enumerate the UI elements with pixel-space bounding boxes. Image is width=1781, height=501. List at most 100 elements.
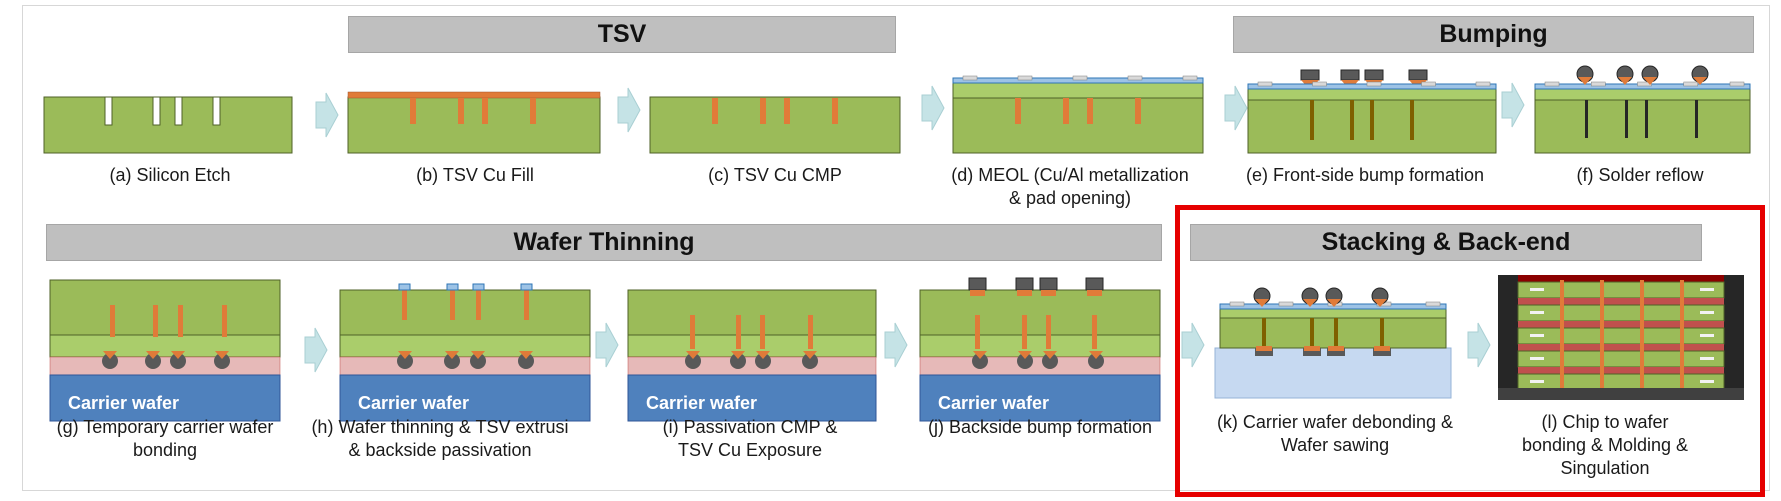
silicon-wafer xyxy=(49,279,281,336)
tsv-copper xyxy=(1334,318,1338,348)
bond-layer xyxy=(1518,344,1724,351)
carrier-wafer xyxy=(627,374,877,422)
tsv-copper xyxy=(482,98,488,124)
process-arrow xyxy=(1501,82,1525,128)
backside-bump-pillar xyxy=(1017,290,1032,296)
process-arrow xyxy=(617,87,641,133)
backside-bump-pillar xyxy=(970,290,985,296)
bond-layer xyxy=(919,356,1161,376)
solder-bump xyxy=(1017,353,1033,369)
bump-pillar xyxy=(215,351,229,359)
caption-f: (f) Solder reflow xyxy=(1576,165,1704,185)
tsv-copper xyxy=(760,315,765,349)
caption-e: (e) Front-side bump formation xyxy=(1245,165,1485,185)
backside-bump-solder xyxy=(1085,277,1104,291)
tsv-copper xyxy=(1063,98,1069,124)
tsv-copper xyxy=(450,284,455,320)
bump-pillar xyxy=(1303,299,1317,307)
silicon-wafer xyxy=(43,96,293,154)
solder-bump xyxy=(145,353,161,369)
solder-bump xyxy=(1088,353,1104,369)
process-arrow xyxy=(1181,322,1205,368)
tsv-copper xyxy=(832,98,838,124)
dummy-pad xyxy=(1530,334,1544,337)
tsv-copper xyxy=(110,305,115,337)
tsv-copper xyxy=(1135,98,1141,124)
tsv-copper xyxy=(1022,315,1027,349)
backside-bump-solder xyxy=(1255,348,1273,356)
extruded-tsv-passivation xyxy=(398,283,411,291)
solder-bump xyxy=(102,353,118,369)
panel-j-backside-bump: Carrier wafer xyxy=(919,277,1161,422)
bump-pillar xyxy=(1693,77,1707,85)
backside-bump-solder xyxy=(1373,348,1391,356)
bond-layer xyxy=(1518,298,1724,305)
bond-layer xyxy=(1518,321,1724,328)
backside-bump-pillar xyxy=(1256,346,1272,351)
metal-pad xyxy=(1278,301,1294,307)
carrier-label: Carrier wafer xyxy=(68,393,179,413)
header-wafer-thinning: Wafer Thinning xyxy=(46,224,1162,261)
bump-pillar xyxy=(1043,351,1057,359)
bump-pillar xyxy=(1327,299,1341,307)
carrier-label: Carrier wafer xyxy=(358,393,469,413)
solder-bump xyxy=(972,353,988,369)
panel-a-silicon-etch xyxy=(43,96,293,154)
device-layer xyxy=(49,334,281,358)
tsv-copper xyxy=(530,98,536,124)
tsv-copper xyxy=(1560,280,1564,395)
solder-cap xyxy=(1300,69,1320,81)
process-arrow xyxy=(884,322,908,368)
solder-cap xyxy=(1364,69,1384,81)
panel-i-passivation-cmp: Carrier wafer xyxy=(627,289,877,422)
metal-pad xyxy=(1637,81,1652,87)
silicon-wafer xyxy=(347,96,601,154)
bump-group xyxy=(1253,287,1389,307)
metal-pad xyxy=(1072,75,1088,81)
tsv-copper xyxy=(1380,318,1384,348)
process-arrow xyxy=(921,85,945,131)
bump-pillar xyxy=(731,351,745,359)
panel-h-thinning: Carrier wafer xyxy=(339,283,591,422)
panel-g-carrier-bonding: Carrier wafer xyxy=(49,279,281,422)
solder-bump xyxy=(802,353,818,369)
metal-pad xyxy=(1229,301,1245,307)
process-arrow xyxy=(1224,85,1248,131)
device-layer xyxy=(627,334,877,358)
tsv-copper xyxy=(1410,100,1414,140)
bump-pillar xyxy=(519,351,533,359)
tsv-copper xyxy=(1625,100,1628,138)
bump-pillar xyxy=(1578,77,1592,85)
tsv-copper xyxy=(1600,280,1604,395)
tsv-copper xyxy=(410,98,416,124)
silicon-wafer xyxy=(649,96,901,154)
tsv-copper xyxy=(784,98,790,124)
caption-g-line1: (g) Temporary carrier wafer xyxy=(56,417,274,437)
solder-bump xyxy=(470,353,486,369)
panel-f-reflow xyxy=(1534,85,1751,154)
bump-pillar xyxy=(471,351,485,359)
dicing-tape xyxy=(1214,347,1452,399)
panel-b-cu-fill xyxy=(347,91,601,154)
metal-pad xyxy=(1257,81,1273,87)
dummy-pad xyxy=(1700,334,1714,337)
caption-c: (c) TSV Cu CMP xyxy=(708,165,842,185)
tsv-copper xyxy=(1092,315,1097,349)
dummy-pad xyxy=(1530,311,1544,314)
tsv-copper xyxy=(1585,100,1588,138)
caption-d-line1: (d) MEOL (Cu/Al metallization xyxy=(951,165,1189,185)
dummy-pad xyxy=(1700,357,1714,360)
caption-d-line2: & pad opening) xyxy=(1008,188,1132,208)
backside-bump-pillar xyxy=(1304,346,1320,351)
solder-bump xyxy=(397,353,413,369)
tsv-copper xyxy=(760,98,766,124)
solder-bump xyxy=(755,353,771,369)
bump-pillar xyxy=(973,351,987,359)
pad-row xyxy=(952,75,1204,84)
device-layer xyxy=(339,334,591,358)
panel-c-cmp xyxy=(649,96,901,154)
metal-pad xyxy=(1421,81,1436,87)
tsv-copper xyxy=(1640,280,1644,395)
tsv-copper xyxy=(1015,98,1021,124)
caption-l-line1: (l) Chip to wafer xyxy=(1541,412,1669,432)
